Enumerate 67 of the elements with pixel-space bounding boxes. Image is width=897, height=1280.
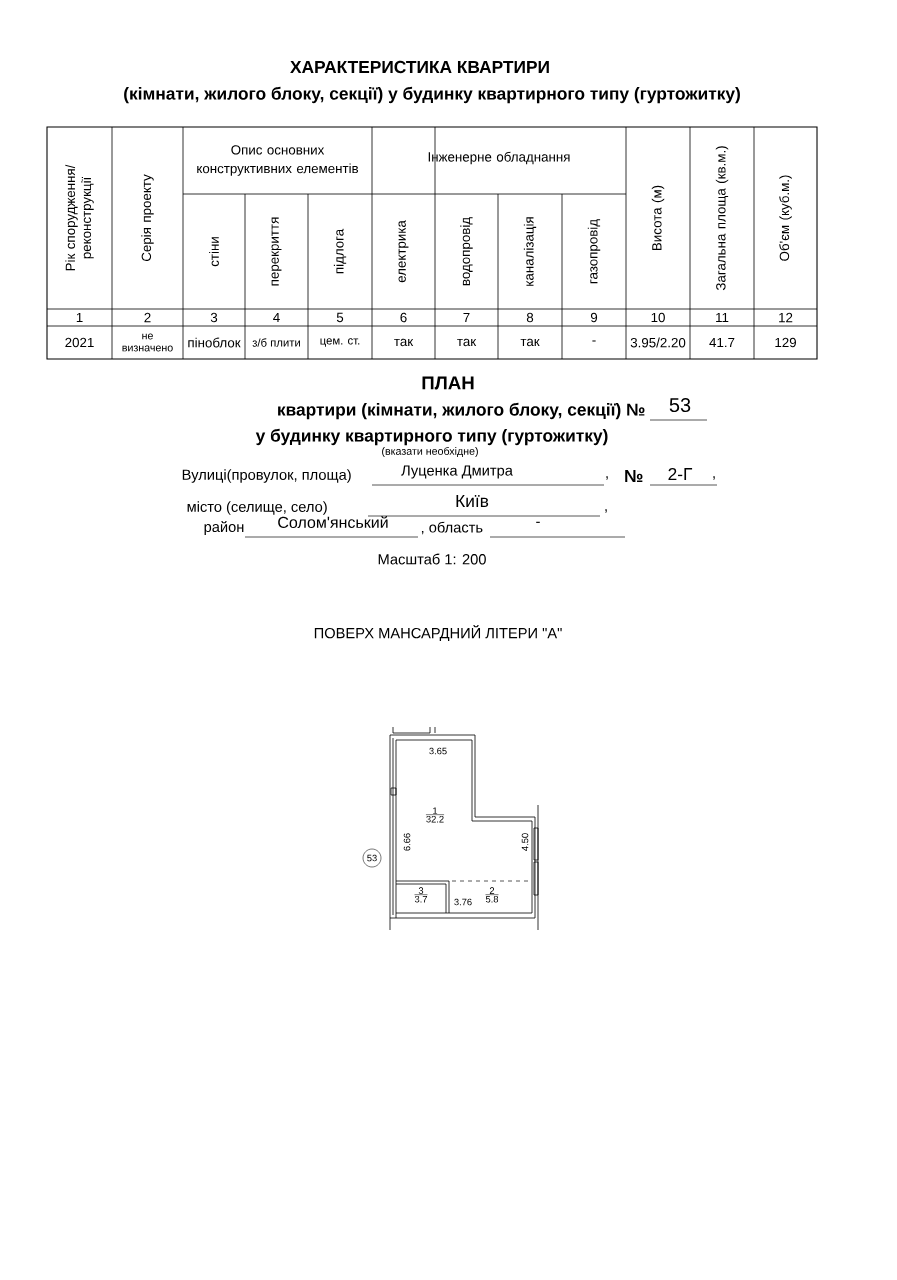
field-label: Вулиці(провулок, площа) bbox=[182, 469, 351, 483]
heading-line: у будинку квартирного типу (гуртожитку) bbox=[255, 428, 608, 446]
field-label: , bbox=[606, 476, 608, 480]
table-cell: так bbox=[394, 338, 414, 347]
column-header: Рік спорудження/ реконструкції bbox=[65, 164, 94, 271]
heading: ПЛАН bbox=[422, 376, 474, 390]
floor-heading: ПОВЕРХ МАНСАРДНИЙ ЛІТЕРИ "А" bbox=[314, 624, 562, 642]
column-number: 3 bbox=[210, 312, 218, 323]
dimension-text: 3.65 bbox=[429, 747, 447, 755]
column-header: каналізація bbox=[523, 217, 537, 286]
column-header: Серія проекту bbox=[141, 174, 154, 262]
column-number: 1 bbox=[76, 312, 83, 323]
column-header: Об'єм (куб.м.) bbox=[779, 175, 792, 261]
room-label: 1 32.2 bbox=[425, 807, 445, 823]
table-cell: 3.95/2.20 bbox=[630, 337, 686, 348]
field-label: район bbox=[204, 521, 244, 535]
table-cell: не визначено bbox=[122, 333, 173, 352]
field-label: , bbox=[713, 476, 715, 480]
table-cell: 129 bbox=[775, 337, 796, 348]
column-header: підлога bbox=[333, 228, 347, 274]
table-cell: піноблок bbox=[188, 337, 241, 348]
dimension-text: 6.66 bbox=[403, 833, 411, 851]
heading-line: квартири (кімнати, жилого блоку, секції) № bbox=[278, 402, 645, 420]
filled-value: Солом'янський bbox=[278, 516, 388, 528]
filled-value: - bbox=[536, 521, 540, 523]
hint-text: (вказати необхідне) bbox=[382, 447, 478, 458]
table-cell: з/б плити bbox=[252, 338, 300, 347]
scale-note: Масштаб 1: 200 bbox=[378, 553, 486, 565]
filled-value: Луценка Дмитра bbox=[401, 465, 513, 479]
filled-value: 53 bbox=[669, 397, 691, 413]
filled-value: 2-Г bbox=[668, 467, 693, 481]
column-header: газопровід bbox=[587, 219, 601, 284]
column-header: Висота (м) bbox=[651, 185, 665, 250]
table-cell: 41.7 bbox=[709, 337, 735, 348]
column-header: електрика bbox=[398, 220, 409, 283]
table-cell: так bbox=[520, 338, 540, 347]
filled-value: Київ bbox=[456, 495, 489, 507]
column-number: 11 bbox=[716, 312, 729, 323]
column-number: 9 bbox=[590, 312, 598, 323]
table-cell: 2021 bbox=[65, 337, 94, 348]
column-number: 2 bbox=[144, 312, 151, 323]
column-number: 5 bbox=[336, 312, 344, 323]
column-number: 12 bbox=[779, 312, 793, 323]
column-number: 10 bbox=[651, 312, 665, 323]
table-cell: - bbox=[592, 340, 596, 342]
column-header: Інженерне обладнання bbox=[428, 151, 570, 165]
column-header: перекриття bbox=[271, 217, 282, 286]
column-number: 7 bbox=[463, 312, 470, 323]
column-number: 8 bbox=[526, 312, 534, 323]
dimension-text: 4.50 bbox=[521, 833, 529, 851]
field-label: , bbox=[605, 509, 607, 513]
title: ХАРАКТЕРИСТИКА КВАРТИРИ bbox=[290, 60, 549, 74]
field-label: місто (селище, село) bbox=[187, 501, 327, 515]
field-label: , область bbox=[421, 521, 483, 535]
dimension-text: 3.76 bbox=[454, 898, 472, 906]
table-cell: так bbox=[457, 338, 477, 347]
table-cell: цем. ст. bbox=[320, 338, 360, 347]
room-label: 2 5.8 bbox=[485, 887, 499, 903]
column-header: Опис основних конструктивних елементів bbox=[197, 145, 359, 176]
room-label: 3 3.7 bbox=[414, 887, 428, 903]
column-number: 4 bbox=[273, 312, 280, 323]
column-header: водопровід bbox=[460, 217, 473, 286]
column-header: стіни bbox=[209, 237, 219, 267]
column-header: Загальна площа (кв.м.) bbox=[715, 146, 729, 291]
field-label: № bbox=[625, 470, 643, 482]
column-number: 6 bbox=[400, 312, 407, 323]
subtitle: (кімнати, жилого блоку, секції) у будинку квартирного типу (гуртожитку) bbox=[124, 86, 740, 104]
